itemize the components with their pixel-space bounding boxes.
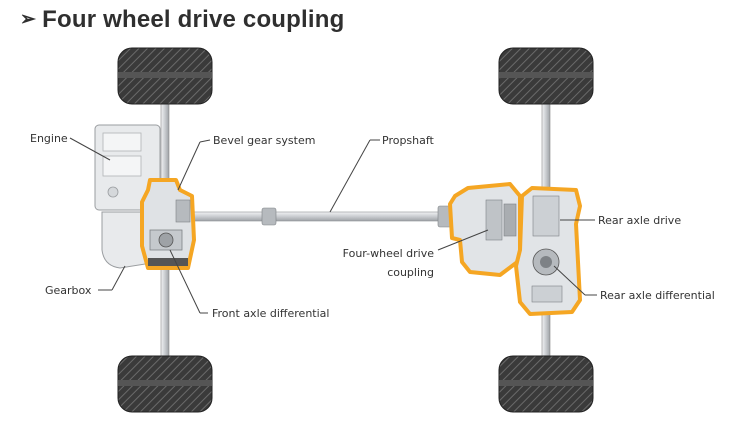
four-wheel-drive-coupling-unit xyxy=(448,182,522,277)
label-gearbox: Gearbox xyxy=(45,284,92,297)
engine-leader xyxy=(69,137,111,161)
rear-axle-unit xyxy=(514,186,582,316)
propshaft-leader xyxy=(329,139,371,213)
gearbox-leader xyxy=(111,265,126,291)
rear-right-tyre xyxy=(498,355,594,413)
front-diff-leader xyxy=(169,249,201,314)
bevel-leader-h xyxy=(199,139,211,143)
rear-left-tyre xyxy=(498,47,594,105)
label-rear-axle-differential: Rear axle differential xyxy=(600,289,715,302)
engine-block xyxy=(94,124,161,211)
label-coupling-line1: Four-wheel drive xyxy=(343,247,435,260)
title-text: Four wheel drive coupling xyxy=(42,6,345,33)
leader-lines xyxy=(69,137,597,314)
rear-diff-leader xyxy=(553,265,586,296)
label-rear-axle-drive: Rear axle drive xyxy=(598,214,681,227)
label-propshaft: Propshaft xyxy=(382,134,435,147)
front-right-tyre xyxy=(117,355,213,413)
front-axle-unit xyxy=(140,178,196,270)
bullet-arrow-icon: ➢ xyxy=(20,9,37,30)
label-engine: Engine xyxy=(30,132,68,145)
front-axle-shaft-upper xyxy=(160,99,170,191)
page-title: ➢Four wheel drive coupling xyxy=(20,6,345,34)
front-axle-shaft-lower xyxy=(160,264,170,366)
front-left-tyre xyxy=(117,47,213,105)
label-front-axle-differential: Front axle differential xyxy=(212,307,329,320)
propshaft xyxy=(189,205,455,228)
coupling-leader xyxy=(437,229,489,251)
bevel-gear-teeth xyxy=(148,258,188,266)
label-bevel-gear-system: Bevel gear system xyxy=(213,134,315,147)
bevel-leader xyxy=(177,141,201,191)
rear-axle-shaft-upper xyxy=(541,99,551,191)
label-coupling-line2: coupling xyxy=(387,266,434,279)
